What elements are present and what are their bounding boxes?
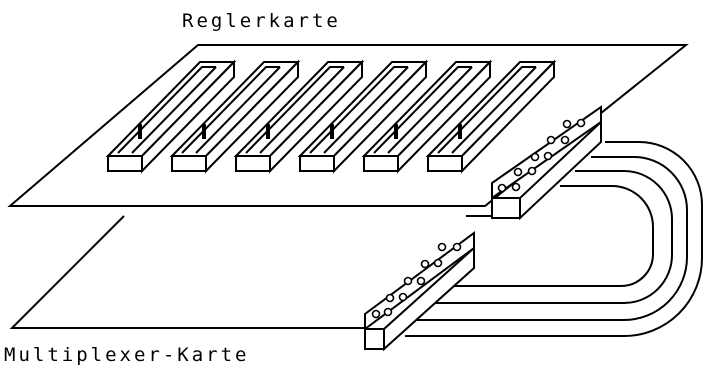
slider-knob: [266, 124, 270, 139]
ribbon-cable: [413, 156, 688, 321]
slider-channel: [105, 59, 237, 174]
ribbon-cable: [405, 141, 703, 337]
slider-knob: [138, 124, 142, 139]
slider-channel: [425, 59, 557, 174]
slider-knob: [202, 124, 206, 139]
ribbon-cable: [426, 170, 673, 304]
slider-knob: [330, 124, 334, 139]
multiplexer-board-label: Multiplexer-Karte: [4, 344, 250, 366]
connector-pins: [371, 242, 462, 319]
slider-knob: [458, 124, 462, 139]
ribbon-cables: [405, 141, 703, 337]
ribbon-cable: [440, 185, 654, 287]
slider-group: [105, 59, 557, 174]
regler-board-label: Reglerkarte: [182, 10, 341, 32]
slider-channel: [297, 59, 429, 174]
regler-connector: [491, 105, 602, 221]
slider-channel: [233, 59, 365, 174]
slider-knob: [394, 124, 398, 139]
connector-pins: [497, 118, 586, 193]
slider-channel: [361, 59, 493, 174]
multiplexer-connector: [364, 231, 475, 352]
slider-channel: [169, 59, 301, 174]
